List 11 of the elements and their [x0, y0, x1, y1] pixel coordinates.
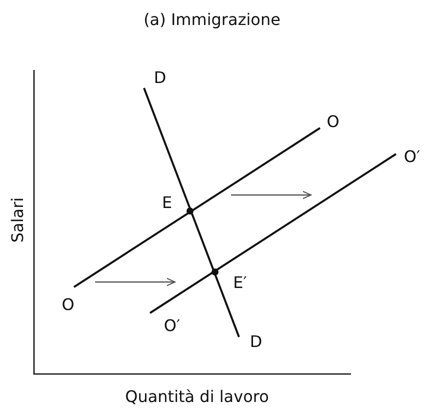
curve-label: O — [326, 113, 340, 131]
curve-label: D — [250, 333, 262, 351]
point-label: E — [162, 194, 172, 212]
axis-label: Quantità di lavoro — [125, 388, 269, 406]
curve-label: D — [154, 69, 166, 87]
curve-label: O′ — [404, 148, 420, 166]
axis-label: Salari — [9, 197, 27, 243]
curve-label: O′ — [164, 317, 180, 335]
point-label: E′ — [233, 274, 247, 292]
chart-title: (a) Immigrazione — [144, 11, 280, 29]
curve-label: O — [62, 296, 74, 314]
